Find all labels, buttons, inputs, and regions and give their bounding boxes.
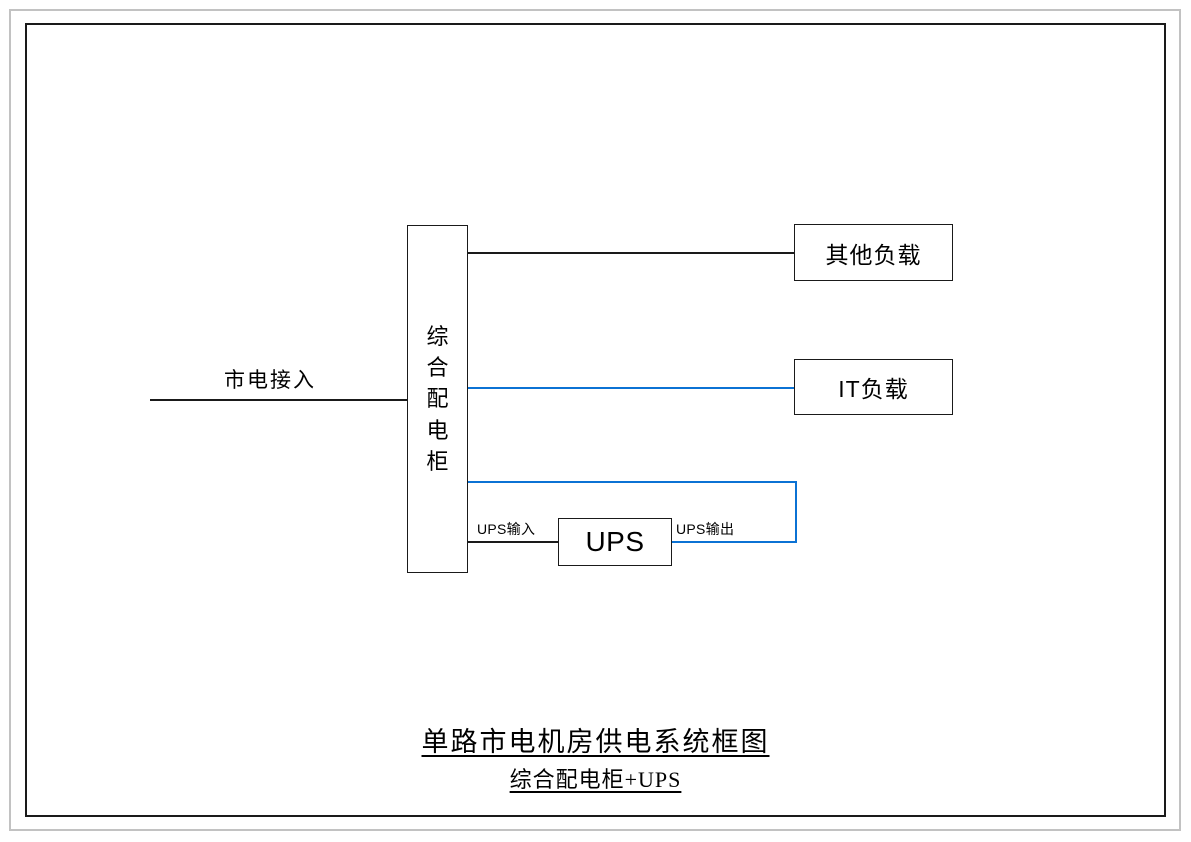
cabinet-char-2: 合 [426,355,449,381]
ups-input-label: UPS输入 [477,521,536,537]
wire-cabinet-to-other-load [468,252,795,255]
diagram-subtitle: 综合配电柜+UPS [0,762,1191,794]
cabinet-char-3: 配 [426,386,449,412]
ups-label: UPS [585,526,645,557]
node-ups[interactable]: UPS [558,518,672,566]
wire-ups-output-horizontal [672,540,797,544]
wire-cabinet-to-it-load [468,387,795,390]
cabinet-char-4: 电 [426,417,449,443]
wire-ups-output-riser [794,481,797,542]
wire-ups-output-top [468,481,797,484]
mains-input-label: 市电接入 [224,369,316,392]
cabinet-char-5: 柜 [426,448,449,474]
diagram-subtitle-text: 综合配电柜+UPS [509,767,682,792]
node-it-load[interactable]: IT负载 [794,359,953,415]
diagram-frame [25,23,1166,817]
diagram-title: 单路市电机房供电系统框图 [0,720,1191,759]
ups-output-label: UPS输出 [676,521,735,537]
node-distribution-cabinet[interactable]: 综 合 配 电 柜 [407,225,468,573]
wire-cabinet-to-ups-input [468,540,558,544]
diagram-title-text: 单路市电机房供电系统框图 [421,727,770,757]
wire-mains-incoming [150,399,409,402]
cabinet-char-1: 综 [426,323,449,349]
it-load-label: IT负载 [838,376,909,402]
node-other-load[interactable]: 其他负载 [794,224,953,281]
page-edge-border [9,9,1181,831]
distribution-cabinet-label: 综 合 配 电 柜 [426,321,448,477]
other-load-label: 其他负载 [825,241,922,268]
